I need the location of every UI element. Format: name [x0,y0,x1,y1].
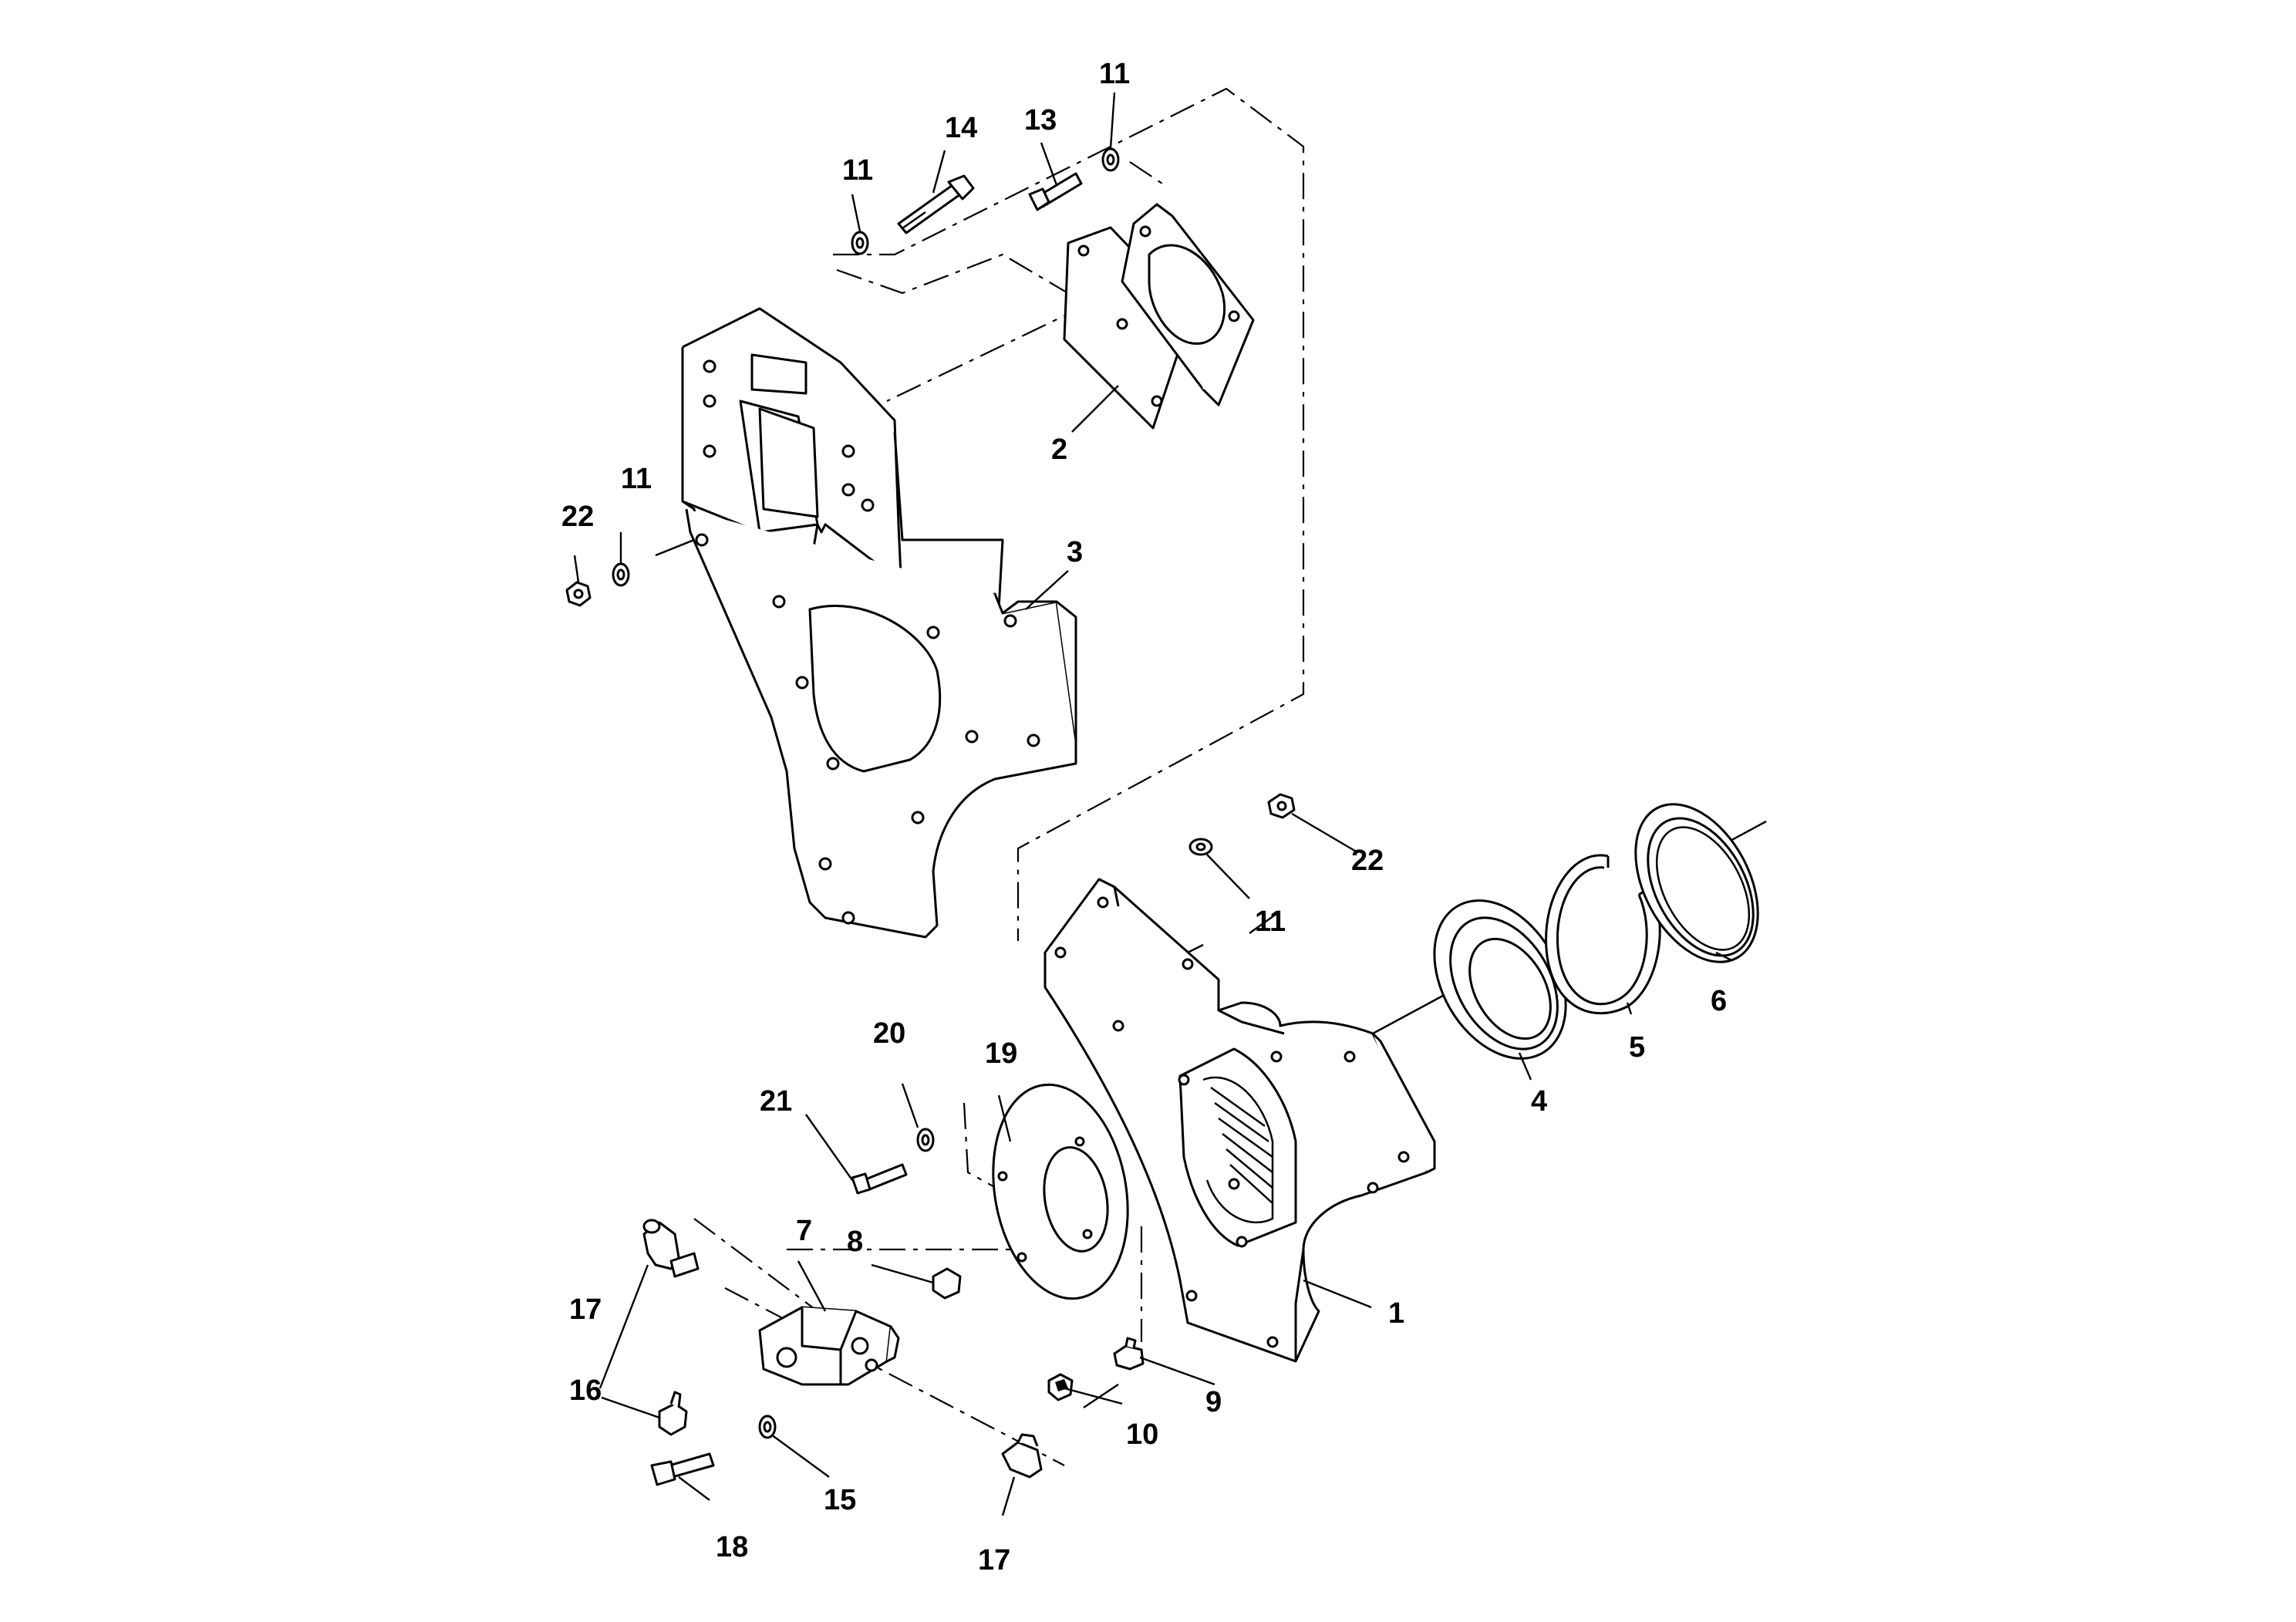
screw-part-18 [650,1452,715,1486]
callout-11-left: 11 [621,463,652,495]
callout-19: 19 [985,1037,1017,1070]
callout-1: 1 [1388,1297,1404,1330]
callout-21: 21 [760,1085,792,1118]
washer-part-11-top-right [1101,147,1120,172]
washer-part-11-left [612,562,630,587]
callout-9: 9 [1205,1386,1222,1418]
nut-part-22-right [1267,793,1296,819]
washer-part-15 [758,1415,777,1439]
callout-11-top-right: 11 [1099,58,1130,90]
callout-labels: 11 14 13 11 2 3 22 11 22 11 4 5 6 1 9 10… [561,58,1727,1576]
callout-20: 20 [873,1017,905,1050]
callout-17-left: 17 [569,1293,602,1326]
mounting-plate-part-1 [1043,878,1436,1363]
fitting-part-9 [1113,1337,1145,1371]
adapter-plate-part-19 [992,1083,1129,1300]
callout-22-right: 22 [1351,845,1384,877]
callout-3: 3 [1067,536,1083,568]
callout-22-left: 22 [561,501,594,533]
pump-block-part-7 [758,1306,900,1386]
fitting-part-16 [658,1391,688,1436]
callout-8: 8 [847,1226,863,1258]
callout-11-top-left: 11 [842,154,873,187]
cap-part-10 [1047,1373,1074,1401]
washer-part-20 [916,1128,935,1152]
callout-11-right: 11 [1255,905,1286,938]
ring-part-6 [1634,803,1759,963]
bolt-part-14 [897,174,975,234]
flange-plates-part-2 [1063,203,1255,430]
plug-part-8 [932,1267,962,1300]
elbow-fitting-part-17-top [642,1219,700,1278]
callout-18: 18 [716,1531,748,1563]
callout-6: 6 [1711,985,1727,1017]
callout-15: 15 [824,1484,856,1516]
washer-part-11-right [1188,838,1213,856]
oil-seal-part-4 [1433,899,1567,1060]
nut-part-22-left [565,581,592,607]
callout-2: 2 [1051,433,1067,466]
bracket-plate-part-3 [681,307,1077,939]
callout-10: 10 [1126,1418,1158,1451]
elbow-fitting-part-17-bottom [1001,1433,1043,1479]
callout-17-bottom: 17 [978,1544,1010,1576]
callout-16: 16 [569,1374,602,1407]
bolt-part-13 [1028,172,1083,211]
callout-leaders [573,92,1732,1516]
callout-7: 7 [796,1215,812,1247]
callout-13: 13 [1024,104,1057,137]
callout-14: 14 [945,112,977,144]
callout-5: 5 [1629,1031,1645,1064]
callout-4: 4 [1531,1085,1547,1118]
bolt-part-21 [851,1163,908,1195]
circlip-part-5 [1545,854,1661,1015]
washer-part-11-top-left [851,231,869,255]
